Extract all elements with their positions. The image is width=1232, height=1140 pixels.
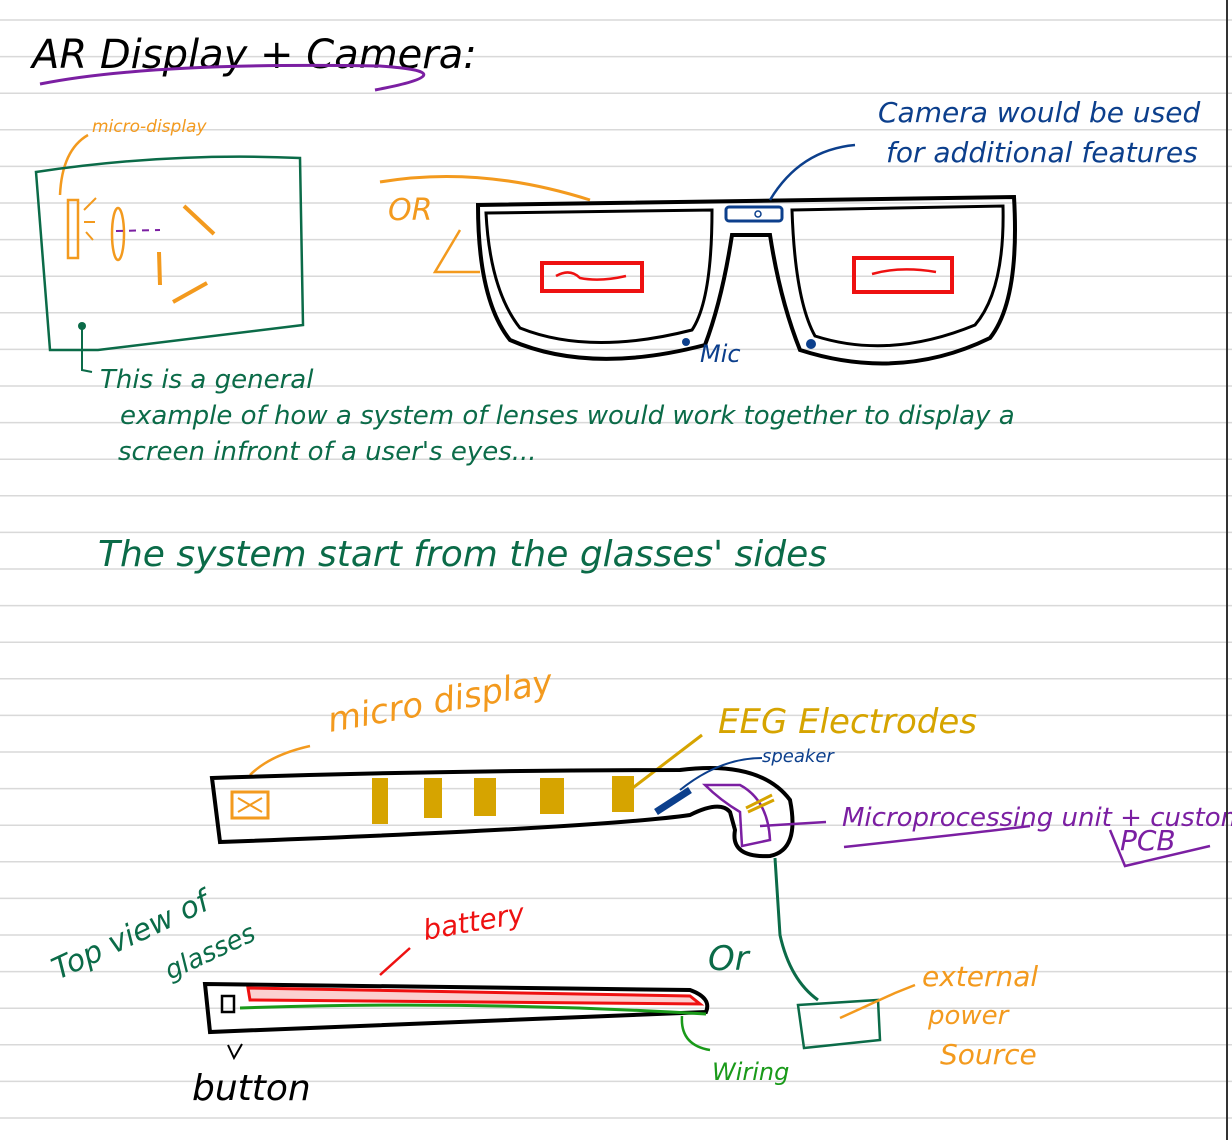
or-arrow-left xyxy=(432,229,480,274)
camera-note-line1: Camera would be used xyxy=(878,96,1200,129)
explanation-line3: screen infront of a user's eyes... xyxy=(118,437,537,467)
right-lens xyxy=(790,204,1005,348)
annotation-arrow xyxy=(81,326,93,373)
title-underline xyxy=(39,63,426,92)
power-label-line1: external xyxy=(922,960,1038,993)
lens-element xyxy=(110,206,126,262)
mpu-arrow xyxy=(759,820,827,828)
or-side-label: Or xyxy=(708,939,751,979)
micro-display-arrow xyxy=(58,133,89,196)
glasses-temple-side xyxy=(209,766,795,859)
button-arrow xyxy=(227,1043,243,1061)
light-rays-icon xyxy=(83,197,97,241)
button-label: button xyxy=(192,1068,311,1109)
mic-left-dot xyxy=(682,338,690,346)
right-display-overlay xyxy=(852,256,954,294)
explanation-line2: example of how a system of lenses would … xyxy=(120,401,1015,431)
camera-lens-icon xyxy=(754,210,762,218)
button-element xyxy=(220,994,236,1014)
subtitle: The system start from the glasses' sides xyxy=(98,534,827,575)
speaker-label: speaker xyxy=(762,746,835,767)
mpu-underline xyxy=(843,824,1031,849)
mpu-label-line1: Microprocessing unit + custom xyxy=(842,803,1232,833)
speaker-arrow xyxy=(679,757,763,791)
mic-right-dot xyxy=(806,339,816,349)
eeg-label: EEG Electrodes xyxy=(718,702,977,742)
or-arrow-top xyxy=(379,174,591,202)
eeg-electrodes xyxy=(372,776,634,824)
right-display-content xyxy=(871,268,937,276)
left-display-overlay xyxy=(540,261,644,293)
explanation-line1: This is a general xyxy=(100,365,314,395)
micro-display-side xyxy=(230,790,270,820)
page-title: AR Display + Camera: xyxy=(29,32,477,78)
wiring xyxy=(239,1003,707,1016)
micro-display-side-cross xyxy=(237,797,263,813)
camera-note-line2: for additional features xyxy=(886,136,1198,169)
micro-display-element xyxy=(66,198,80,260)
page-edge xyxy=(1226,0,1228,1140)
glasses-temple-top xyxy=(202,981,710,1035)
micro-display-label: micro-display xyxy=(92,117,207,137)
microprocessing-unit xyxy=(701,783,772,848)
power-cable xyxy=(773,857,819,1002)
pcb-arrow xyxy=(1108,829,1211,868)
battery-arrow xyxy=(379,947,411,976)
lens-system-box xyxy=(34,155,305,352)
mpu-label-line2: PCB xyxy=(1120,824,1176,857)
electrode-near-unit xyxy=(745,793,775,814)
light-path-arrow xyxy=(115,229,161,232)
camera-module xyxy=(724,205,784,223)
power-arrow xyxy=(839,983,916,1020)
mirror-elements xyxy=(157,204,216,304)
speaker-element xyxy=(654,787,692,815)
mic-label: Mic xyxy=(700,340,741,368)
left-lens xyxy=(484,208,714,344)
battery-label: battery xyxy=(420,897,527,947)
battery xyxy=(246,986,705,1006)
power-label-line2: power xyxy=(927,1001,1011,1031)
glasses-frame-outer xyxy=(475,194,1017,366)
micro-display-side-arrow xyxy=(249,744,311,776)
micro-display-side-label: micro display xyxy=(325,662,557,741)
left-display-content xyxy=(555,271,627,281)
or-label: OR xyxy=(388,193,432,228)
eeg-arrow xyxy=(629,733,703,792)
power-label-line3: Source xyxy=(940,1038,1037,1071)
external-power-source xyxy=(796,998,882,1050)
camera-note-arrow xyxy=(768,143,856,201)
wiring-label: Wiring xyxy=(712,1058,789,1086)
wiring-arrow xyxy=(680,1015,711,1052)
